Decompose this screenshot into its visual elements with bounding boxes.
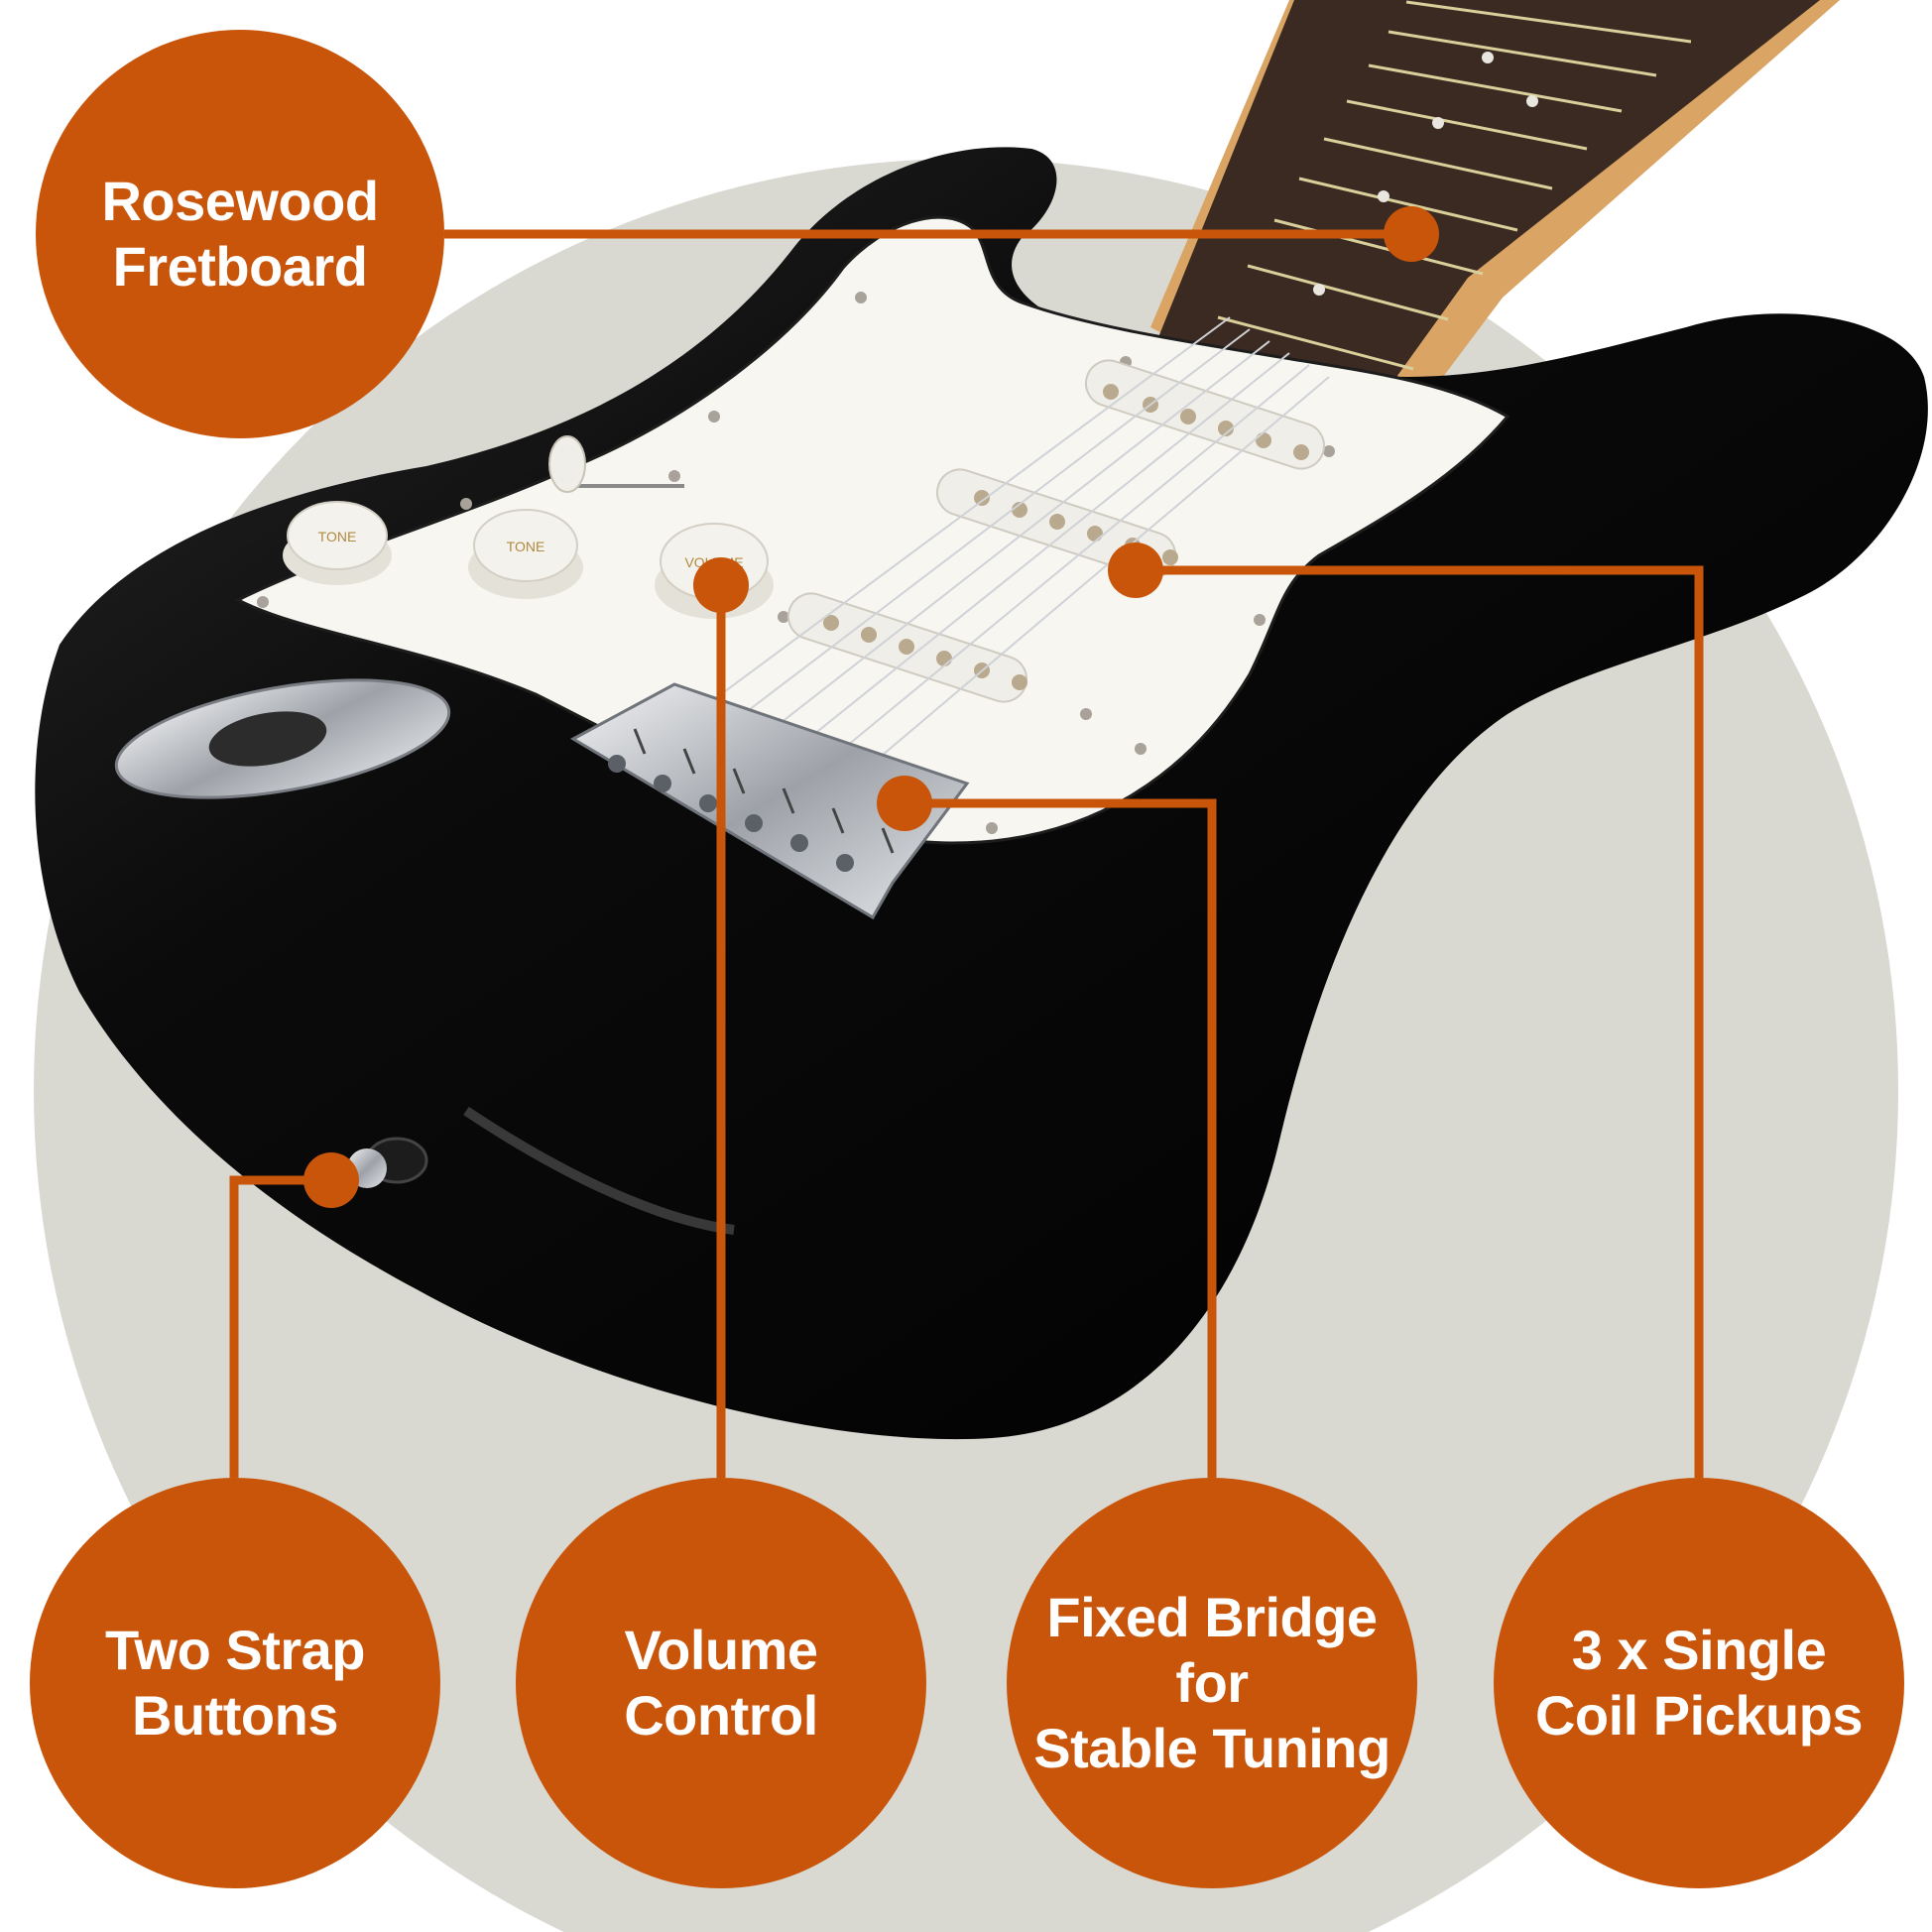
leader-strap bbox=[229, 1175, 331, 1478]
callout-rosewood-fretboard-text: Rosewood Fretboard bbox=[101, 169, 379, 298]
tone-knob-1-label: TONE bbox=[318, 529, 357, 544]
dot-pickups bbox=[1108, 543, 1163, 598]
guitar-neck bbox=[1150, 0, 1840, 436]
dot-fretboard bbox=[1384, 206, 1439, 262]
dot-bridge bbox=[877, 776, 932, 831]
leader-dots bbox=[303, 206, 1439, 1208]
callout-single-coil-pickups-text: 3 x Single Coil Pickups bbox=[1534, 1618, 1864, 1747]
callout-fixed-bridge-text: Fixed Bridge for Stable Tuning bbox=[1033, 1585, 1390, 1780]
fixed-bridge bbox=[569, 682, 970, 920]
body-highlight bbox=[463, 1106, 735, 1235]
pickguard-screws bbox=[257, 292, 1335, 834]
callout-strap-buttons-text: Two Strap Buttons bbox=[104, 1618, 366, 1747]
leader-pickups bbox=[1136, 565, 1704, 1478]
callout-rosewood-fretboard: Rosewood Fretboard bbox=[36, 30, 444, 438]
output-jack-plate bbox=[114, 678, 451, 799]
callout-strap-buttons: Two Strap Buttons bbox=[30, 1478, 440, 1888]
single-coil-pickups bbox=[786, 359, 1326, 703]
callout-fixed-bridge: Fixed Bridge for Stable Tuning bbox=[1007, 1478, 1417, 1888]
callout-single-coil-pickups: 3 x Single Coil Pickups bbox=[1494, 1478, 1904, 1888]
tone-knob-2: TONE bbox=[468, 509, 583, 599]
callout-volume-control-text: Volume Control bbox=[624, 1618, 818, 1747]
tone-knob-2-label: TONE bbox=[507, 539, 545, 554]
leader-bridge bbox=[905, 798, 1217, 1478]
tone-knob-1: TONE bbox=[283, 501, 392, 585]
callout-volume-control: Volume Control bbox=[516, 1478, 926, 1888]
fret-markers bbox=[1313, 52, 1538, 296]
leader-lines bbox=[229, 229, 1704, 1478]
dot-volume bbox=[693, 557, 749, 613]
selector-switch bbox=[548, 435, 684, 493]
strings bbox=[693, 316, 1330, 789]
dot-strap bbox=[303, 1152, 359, 1208]
fretboard bbox=[1150, 0, 1820, 436]
